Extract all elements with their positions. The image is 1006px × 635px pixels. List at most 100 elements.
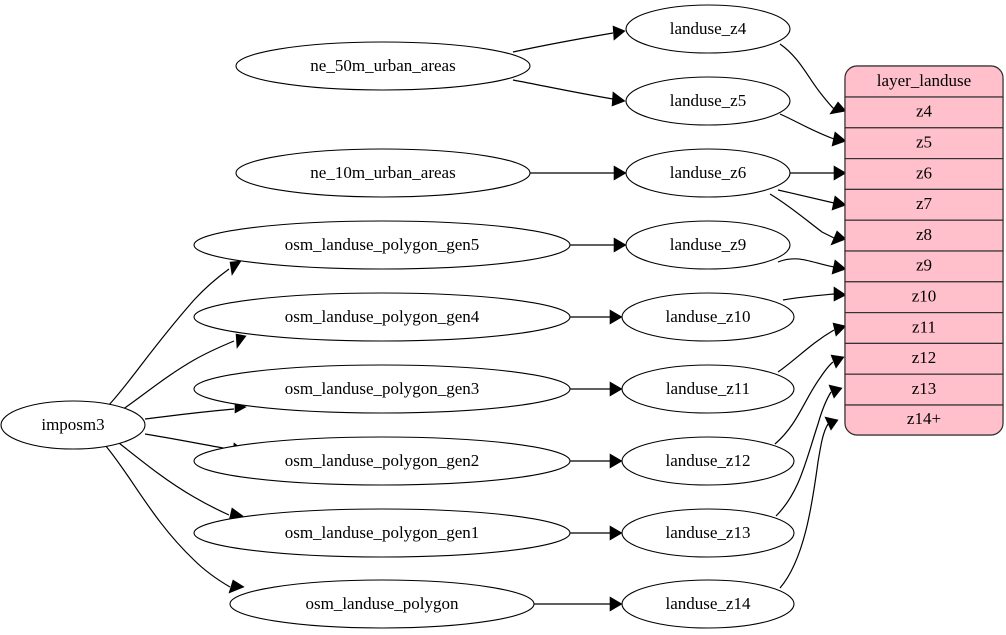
node-imposm3[interactable]: imposm3 [0, 400, 146, 450]
edge-imposm3-to-gen3 [144, 401, 247, 420]
row-label: z6 [916, 163, 932, 182]
edge-polygon-to-landuse-z14 [534, 596, 623, 612]
node-ne-50m-urban-areas[interactable]: ne_50m_urban_areas [235, 41, 531, 91]
node-landuse-z11[interactable]: landuse_z11 [621, 364, 795, 414]
node-shape [621, 579, 795, 629]
row-cell [844, 250, 1004, 283]
node-shape [235, 41, 531, 91]
node-landuse-z14[interactable]: landuse_z14 [621, 579, 795, 629]
edge-gen3-to-landuse-z11 [570, 381, 623, 397]
row-cell [844, 188, 1004, 221]
node-osm-landuse-polygon-gen3[interactable]: osm_landuse_polygon_gen3 [193, 364, 571, 414]
node-osm-landuse-polygon-gen2[interactable]: osm_landuse_polygon_gen2 [193, 436, 571, 486]
table-rows: z4 z5 z6 z7 z8 z9 [844, 96, 1004, 436]
row-label: z11 [912, 317, 936, 336]
node-label: landuse_z13 [666, 523, 751, 542]
node-label: imposm3 [41, 415, 104, 434]
edge-landuse-z13-to-row-z13 [775, 384, 843, 517]
node-shape [229, 579, 535, 629]
node-landuse-z13[interactable]: landuse_z13 [621, 508, 795, 558]
node-label: landuse_z10 [666, 307, 751, 326]
node-landuse-z5[interactable]: landuse_z5 [625, 76, 791, 126]
node-shape [625, 220, 791, 270]
row-cell [844, 281, 1004, 314]
node-label: landuse_z5 [670, 91, 746, 110]
row-cell [844, 404, 1004, 436]
table-row[interactable]: z5 [844, 127, 1004, 160]
edge-imposm3-to-polygon [104, 444, 245, 594]
edge-ne10m-to-landuse-z6 [530, 165, 627, 181]
layer-landuse-table[interactable]: layer_landuse z4 z5 z6 z7 z8 [844, 65, 1004, 436]
edge-ne50m-to-landuse-z5 [512, 79, 626, 107]
node-shape [193, 436, 571, 486]
table-row[interactable]: z7 [844, 188, 1004, 221]
node-label: landuse_z9 [670, 235, 746, 254]
node-landuse-z4[interactable]: landuse_z4 [625, 4, 791, 54]
table-row[interactable]: z4 [844, 96, 1004, 129]
node-osm-landuse-polygon-gen5[interactable]: osm_landuse_polygon_gen5 [193, 220, 571, 270]
edge-imposm3-to-gen4 [121, 333, 247, 411]
node-label: landuse_z4 [670, 19, 747, 38]
edge-gen5-to-landuse-z9 [570, 237, 627, 253]
table-header-cell [844, 65, 1004, 98]
edge-landuse-z6-to-row-z6 [790, 165, 847, 181]
edge-landuse-z6-to-row-z7 [777, 189, 847, 211]
node-shape [193, 220, 571, 270]
node-label: landuse_z6 [670, 163, 746, 182]
edge-landuse-z11-to-row-z11 [777, 322, 847, 373]
row-label: z4 [916, 102, 933, 121]
node-osm-landuse-polygon-gen4[interactable]: osm_landuse_polygon_gen4 [193, 292, 571, 342]
edge-gen2-to-landuse-z12 [570, 453, 623, 469]
row-cell [844, 96, 1004, 129]
table-row[interactable]: z14+ [844, 404, 1004, 436]
node-shape [193, 364, 571, 414]
table-row[interactable]: z12 [844, 342, 1004, 375]
node-label: ne_50m_urban_areas [310, 56, 455, 75]
row-cell [844, 127, 1004, 160]
row-label: z9 [916, 256, 932, 275]
edge-gen1-to-landuse-z13 [570, 525, 623, 541]
node-shape [621, 508, 795, 558]
node-label: osm_landuse_polygon_gen3 [285, 379, 480, 398]
node-shape [193, 292, 571, 342]
table-row[interactable]: z11 [844, 312, 1004, 345]
edge-landuse-z10-to-row-z10 [782, 286, 847, 302]
node-shape [621, 292, 795, 342]
row-label: z10 [912, 287, 937, 306]
node-shape [621, 436, 795, 486]
table-title: layer_landuse [877, 71, 971, 90]
node-osm-landuse-polygon[interactable]: osm_landuse_polygon [229, 579, 535, 629]
table-row[interactable]: z8 [844, 219, 1004, 252]
node-landuse-z6[interactable]: landuse_z6 [625, 148, 791, 198]
edge-imposm3-to-gen5 [107, 260, 242, 407]
node-label: osm_landuse_polygon_gen5 [285, 235, 480, 254]
node-landuse-z10[interactable]: landuse_z10 [621, 292, 795, 342]
node-label: ne_10m_urban_areas [310, 163, 455, 182]
table-row[interactable]: z13 [844, 373, 1004, 406]
row-label: z8 [916, 225, 932, 244]
node-ne-10m-urban-areas[interactable]: ne_10m_urban_areas [235, 148, 531, 198]
node-landuse-z9[interactable]: landuse_z9 [625, 220, 791, 270]
node-label: landuse_z11 [666, 379, 750, 398]
node-label: osm_landuse_polygon [306, 594, 459, 613]
table-row[interactable]: z9 [844, 250, 1004, 283]
edge-landuse-z9-to-row-z9 [777, 258, 847, 275]
node-landuse-z12[interactable]: landuse_z12 [621, 436, 795, 486]
edge-gen4-to-landuse-z10 [570, 309, 623, 325]
edge-landuse-z5-to-row-z5 [779, 113, 847, 147]
node-shape [0, 400, 146, 450]
node-shape [235, 148, 531, 198]
row-label: z5 [916, 133, 932, 152]
node-label: landuse_z14 [666, 594, 751, 613]
node-shape [625, 148, 791, 198]
row-label: z7 [916, 194, 933, 213]
edge-landuse-z6-to-row-z8 [769, 193, 847, 246]
table-row[interactable]: z10 [844, 281, 1004, 314]
node-shape [625, 76, 791, 126]
table-row[interactable]: z6 [844, 158, 1004, 191]
edge-landuse-z12-to-row-z12 [774, 354, 845, 445]
row-cell [844, 373, 1004, 406]
node-osm-landuse-polygon-gen1[interactable]: osm_landuse_polygon_gen1 [193, 508, 571, 558]
node-label: osm_landuse_polygon_gen2 [285, 451, 480, 470]
